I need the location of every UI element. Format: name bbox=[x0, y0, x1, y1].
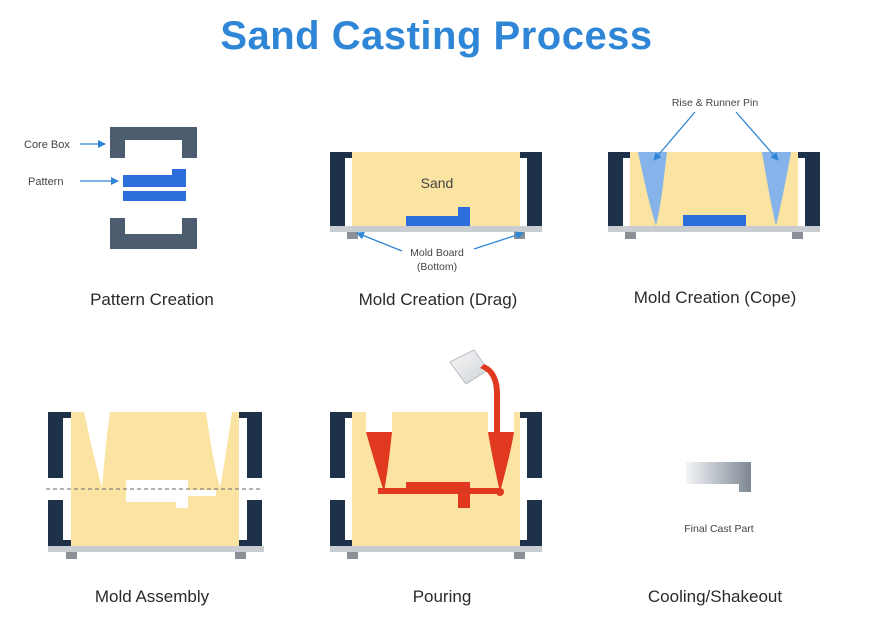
pattern-piece bbox=[123, 169, 186, 187]
caption-pattern-creation: Pattern Creation bbox=[90, 290, 214, 309]
flask-left-wall bbox=[330, 152, 352, 226]
mold-creation-drag-illustration: Sand Mold Board (Bottom) bbox=[330, 152, 542, 273]
flask-left-handle bbox=[334, 508, 343, 536]
mold-board bbox=[330, 546, 542, 552]
board-foot-left bbox=[66, 552, 77, 559]
board-foot-left bbox=[625, 232, 636, 239]
mold-board bbox=[48, 546, 264, 552]
flask-right-wall-top bbox=[239, 412, 262, 478]
final-cast-part-label: Final Cast Part bbox=[684, 523, 754, 535]
mold-board bbox=[330, 226, 542, 232]
flask-left-handle bbox=[52, 508, 61, 536]
mold-creation-cope-illustration: Rise & Runner Pin bbox=[608, 97, 820, 239]
pin-arrow-right bbox=[735, 111, 779, 161]
riser-pin bbox=[638, 152, 667, 226]
cooling-shakeout-illustration: Final Cast Part bbox=[684, 462, 754, 535]
pattern-piece-lower bbox=[123, 191, 186, 201]
molten-joint bbox=[496, 488, 504, 496]
flask-left-wall-bottom bbox=[330, 500, 352, 546]
mold-board-arrow-right bbox=[473, 231, 524, 250]
flask-right-handle bbox=[529, 182, 542, 212]
flask-right-wall-bottom bbox=[520, 500, 542, 546]
board-foot-right bbox=[235, 552, 246, 559]
mold-board-label-line1: Mold Board bbox=[410, 247, 464, 259]
flask-left-wall-bottom bbox=[48, 500, 71, 546]
flask-right-handle bbox=[529, 508, 538, 536]
flask-left-handle bbox=[608, 182, 621, 212]
flask-left-handle bbox=[330, 182, 343, 212]
molten-part bbox=[406, 482, 470, 508]
board-foot-right bbox=[514, 552, 525, 559]
caption-mold-creation-drag: Mold Creation (Drag) bbox=[358, 290, 518, 309]
caption-cooling-shakeout: Cooling/Shakeout bbox=[647, 587, 783, 606]
flask-left-wall bbox=[608, 152, 630, 226]
runner-pin bbox=[762, 152, 791, 226]
mold-board-arrow-left bbox=[356, 231, 403, 252]
mold-board bbox=[608, 226, 820, 232]
pouring-illustration bbox=[330, 349, 542, 559]
flask-right-handle bbox=[249, 508, 258, 536]
board-foot-left bbox=[347, 232, 358, 239]
flask-left-wall-top bbox=[48, 412, 71, 478]
pin-arrow-left bbox=[653, 111, 696, 161]
core-box-bottom bbox=[110, 218, 197, 249]
flask-left-wall-top bbox=[330, 412, 352, 478]
board-foot-right bbox=[792, 232, 803, 239]
flask-right-wall-bottom bbox=[239, 500, 262, 546]
part-cavity bbox=[126, 480, 216, 508]
mold-board-label-line2: (Bottom) bbox=[417, 261, 457, 273]
sand-fill bbox=[352, 152, 520, 226]
flask-right-wall-top bbox=[520, 412, 542, 478]
metal-stream bbox=[480, 364, 500, 432]
core-box-label: Core Box bbox=[24, 139, 70, 151]
riser-cavity bbox=[84, 412, 110, 488]
molten-riser bbox=[366, 432, 392, 492]
sand-label: Sand bbox=[421, 175, 454, 191]
pattern-creation-illustration: Core Box Pattern bbox=[24, 127, 197, 249]
runner-cavity-top bbox=[488, 412, 514, 432]
rise-runner-pin-label: Rise & Runner Pin bbox=[672, 97, 759, 109]
riser-cavity-top bbox=[366, 412, 392, 432]
flask-right-handle bbox=[807, 182, 820, 212]
pattern-label: Pattern bbox=[28, 176, 63, 188]
pattern-piece bbox=[683, 215, 746, 226]
page-title: Sand Casting Process bbox=[220, 14, 653, 58]
molten-runner bbox=[488, 432, 514, 492]
board-foot-left bbox=[347, 552, 358, 559]
flask-right-wall bbox=[798, 152, 820, 226]
final-cast-part bbox=[686, 462, 751, 492]
caption-mold-assembly: Mold Assembly bbox=[94, 587, 210, 606]
caption-pouring: Pouring bbox=[412, 587, 472, 606]
pattern-piece bbox=[406, 207, 470, 226]
core-box-top bbox=[110, 127, 197, 158]
caption-mold-creation-cope: Mold Creation (Cope) bbox=[633, 288, 797, 307]
mold-assembly-illustration bbox=[46, 412, 264, 559]
runner-cavity bbox=[206, 412, 232, 488]
flask-right-wall bbox=[520, 152, 542, 226]
